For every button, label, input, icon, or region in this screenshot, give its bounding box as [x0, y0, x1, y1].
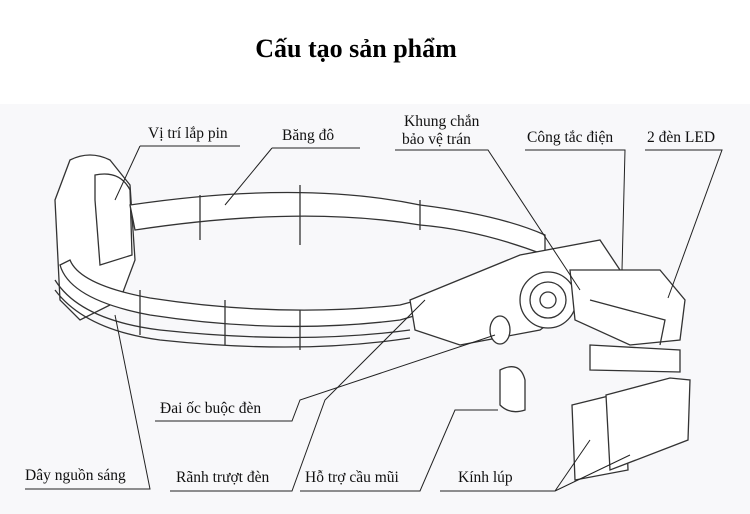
label-battery-position: Vị trí lắp pin [148, 125, 228, 142]
lamp-assembly [409, 239, 686, 413]
page-title: Cấu tạo sản phẩm [255, 34, 457, 63]
label-power-switch: Công tắc điện [527, 129, 614, 146]
label-magnifier-lens: Kính lúp [458, 469, 513, 486]
label-lamp-nut: Đai ốc buộc đèn [160, 400, 262, 417]
label-two-leds: 2 đèn LED [647, 129, 716, 146]
headband-shape [54, 154, 546, 350]
label-lamp-slide-rail: Rãnh trượt đèn [176, 469, 270, 486]
label-headband: Băng đô [282, 127, 335, 144]
magnifier-lenses [571, 377, 691, 481]
label-power-cord: Dây nguồn sáng [25, 467, 126, 484]
label-nose-bridge-support: Hỗ trợ cầu mũi [305, 469, 399, 486]
label-forehead-guard-line1: Khung chắn [404, 113, 480, 130]
label-forehead-guard-line2: bảo vệ trán [402, 131, 471, 148]
leader-lines [25, 145, 723, 492]
